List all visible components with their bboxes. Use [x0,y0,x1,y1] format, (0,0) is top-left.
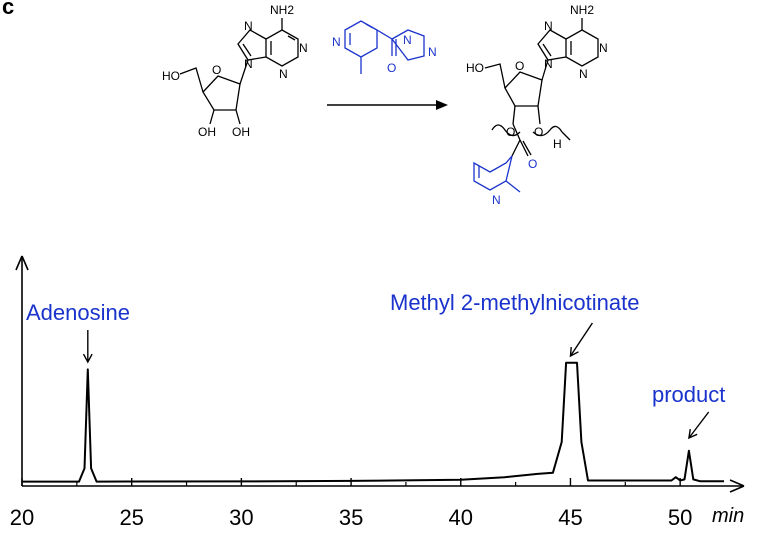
reactant-ring-o-label: O [212,63,221,77]
y-axis-arrowhead [15,255,29,271]
peak-label: product [652,382,725,407]
x-tick-label: 30 [229,505,253,530]
product-n1-label: N [599,41,608,55]
product-o2-label: O [506,125,515,139]
peak-arrow [569,322,593,357]
reactant-adenosine [179,18,299,125]
reactant-n1-label: N [299,41,308,55]
product-o3-label: O [534,125,543,139]
reagent-pyridine-n-label: N [332,35,341,49]
product-carbonyl-o-label: O [528,157,537,171]
reagent-imidazolide [344,20,425,74]
peak-annotations: Adenosine Methyl 2-methylnicotinate produc… [26,290,725,440]
product-nh2-label: NH2 [570,3,594,17]
chart-axes [15,255,745,493]
peak-label: Methyl 2-methylnicotinate [390,290,639,315]
reactant-ho-label: HO [162,69,180,83]
panel-letter: c [2,0,15,19]
x-ticks: 20 25 30 35 40 45 50 [10,478,692,530]
product-structure [484,18,599,157]
x-axis-label: min [712,505,744,527]
reactant-n9-label: N [244,57,253,71]
product-ring-o-label: O [515,59,524,73]
reactant-oh-right-label: OH [232,125,250,139]
product-n9-label: N [544,57,553,71]
x-tick-label: 45 [558,505,582,530]
product-n3-label: N [579,67,588,81]
x-tick-label: 35 [339,505,363,530]
product-pyridine-n-label: N [492,193,501,207]
peak-arrow [688,411,710,439]
reagent-imid-n3-label: N [428,45,437,59]
reagent-imid-n1-label: N [403,33,412,47]
product-n7-label: N [544,19,553,33]
reactant-oh-left-label: OH [198,125,216,139]
peak-arrowhead [688,428,698,440]
reaction-scheme: NH2 HO OH OH O N N N N N O N N [162,3,608,207]
chromatogram-trace [22,361,724,483]
x-tick-label: 50 [668,505,692,530]
x-axis-arrowhead [729,479,745,493]
reactant-nh2-label: NH2 [270,3,294,17]
reactant-n3-label: N [279,67,288,81]
reaction-arrow [327,100,448,110]
x-tick-label: 20 [10,505,34,530]
reagent-carbonyl-o-label: O [387,61,396,75]
peak-arrowhead [82,353,93,364]
x-tick-label: 25 [119,505,143,530]
x-tick-label: 40 [449,505,473,530]
peak-label: Adenosine [26,300,130,325]
peak-arrowhead [569,346,579,358]
product-pyridine [473,155,521,193]
product-h-label: H [553,137,562,151]
product-ho-label: HO [466,61,484,75]
reactant-n7-label: N [244,19,253,33]
trace-line [22,361,724,483]
